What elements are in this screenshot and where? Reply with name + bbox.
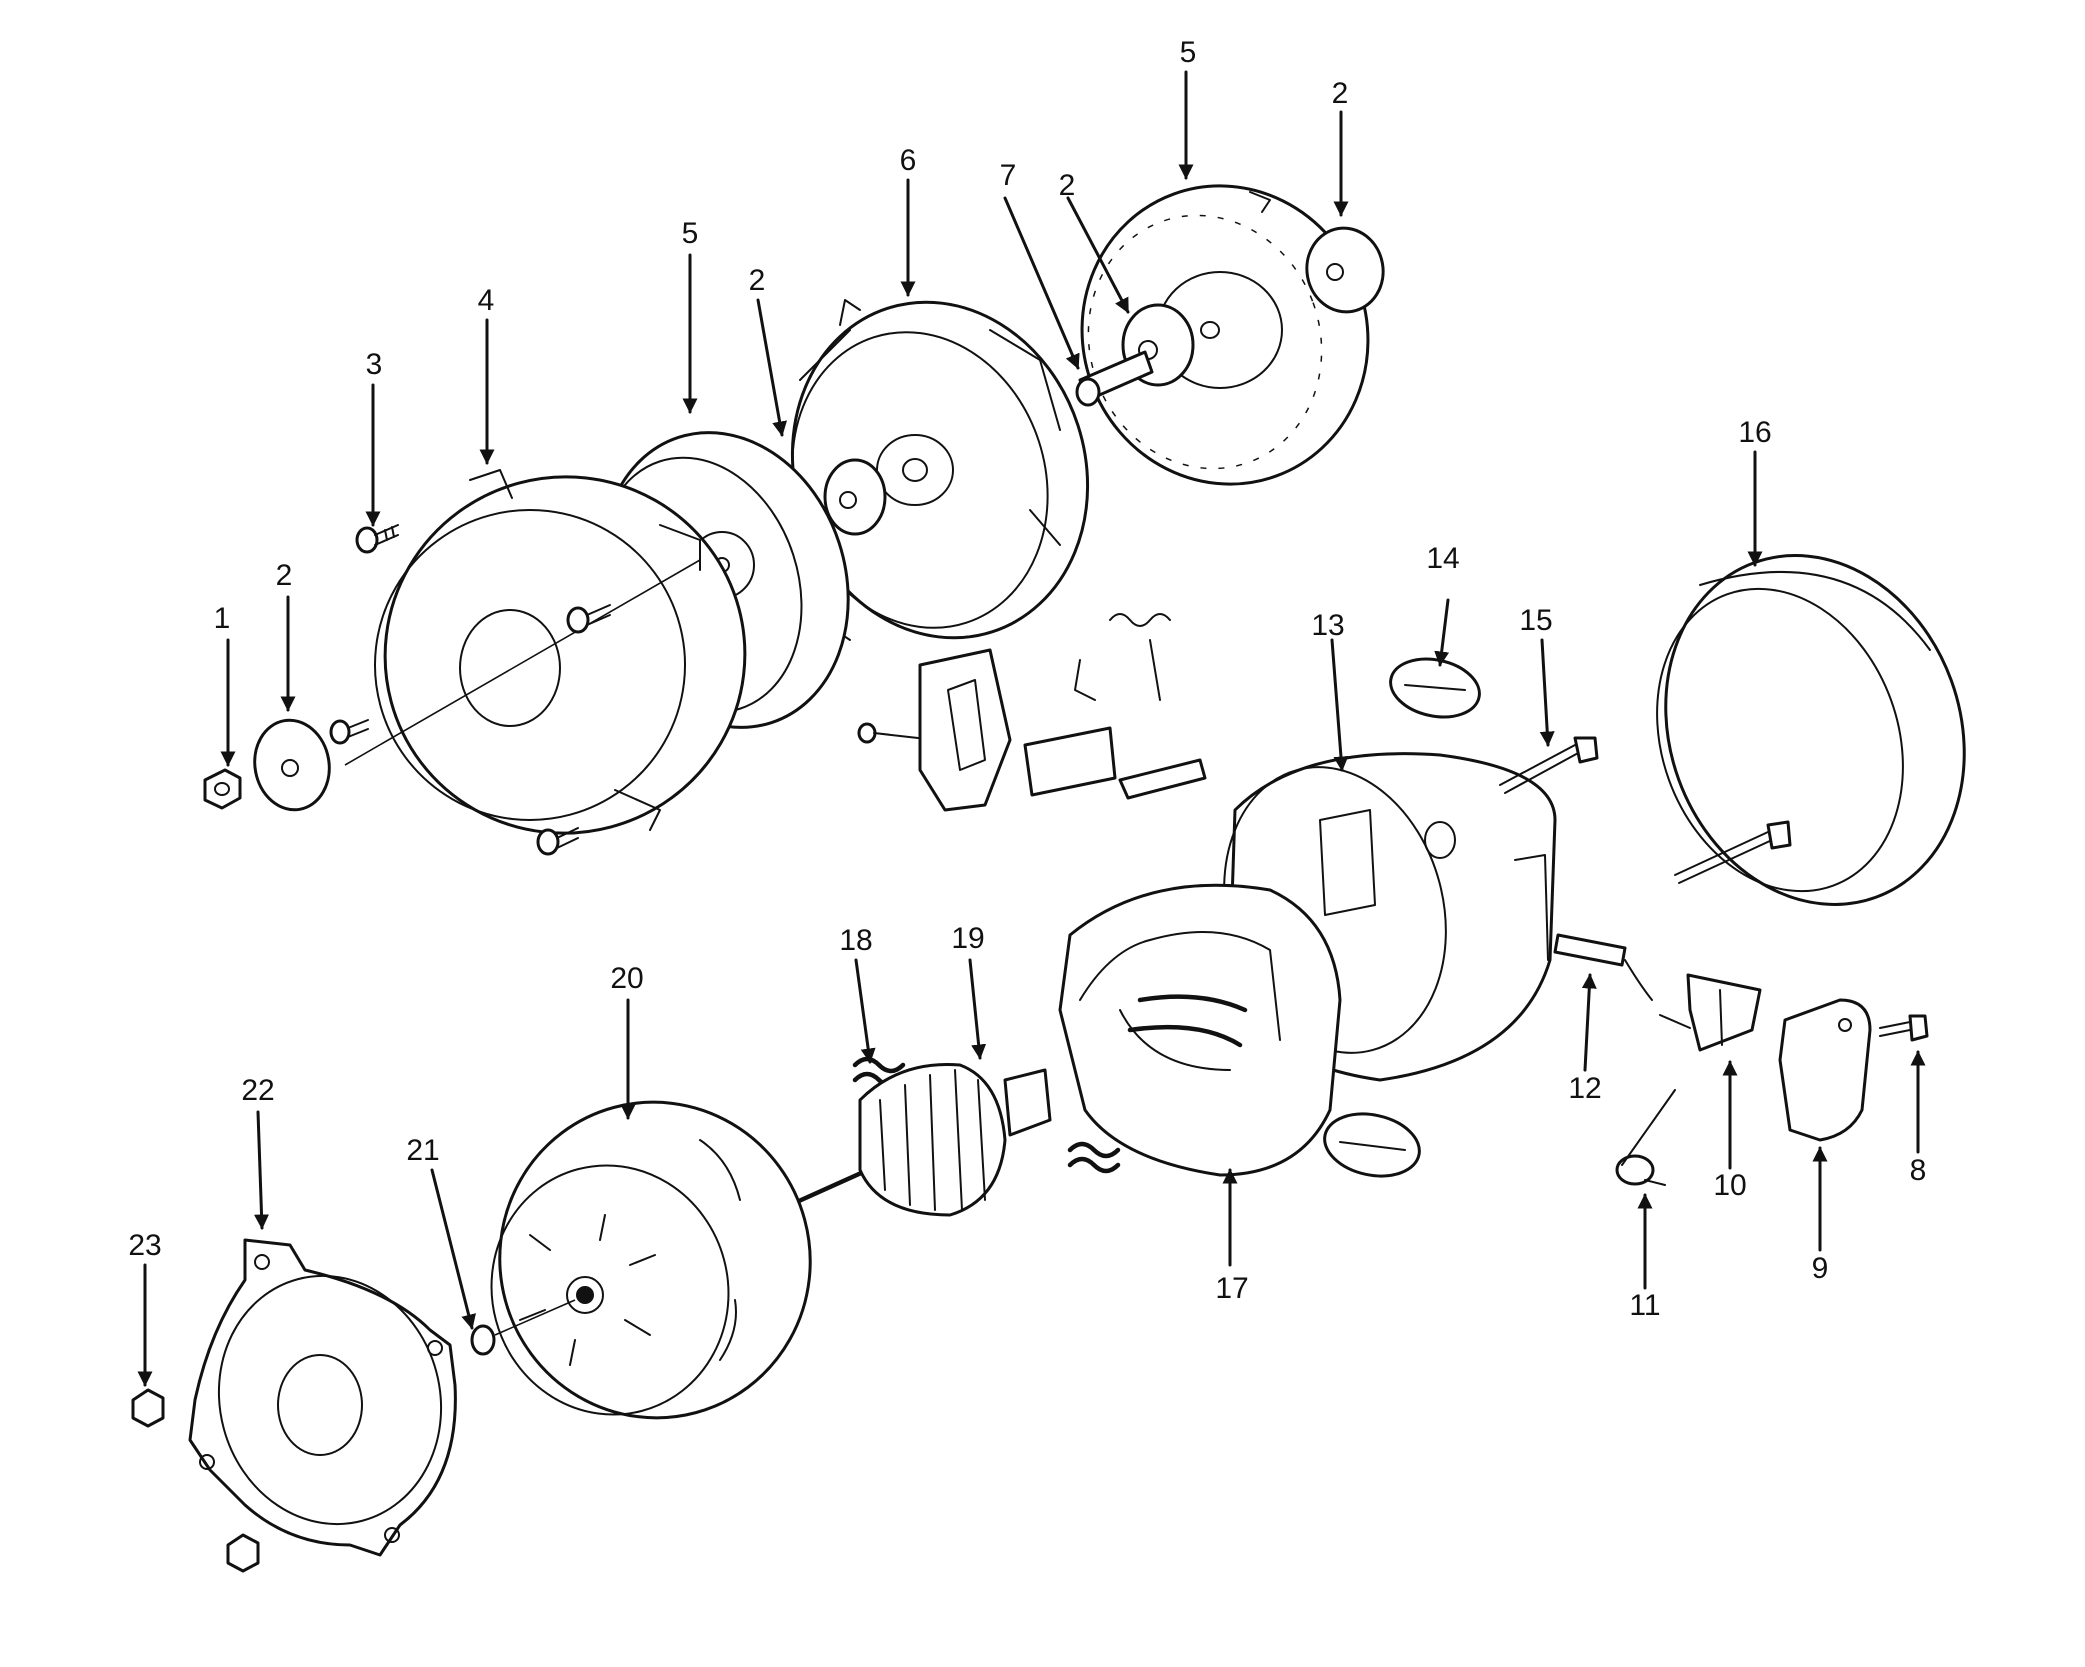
callout-20: 20	[610, 962, 643, 995]
callout-6: 6	[900, 144, 917, 177]
end-housing-icon	[344, 469, 747, 835]
screw-icon	[329, 719, 369, 745]
screw-icon	[536, 827, 579, 856]
through-bolt-icon	[1499, 736, 1599, 794]
disc-plate-icon	[1080, 184, 1370, 486]
nut-icon	[226, 1533, 260, 1573]
callout-10: 10	[1713, 1169, 1746, 1202]
brush-holder-icon	[1659, 973, 1762, 1052]
callout-16: 16	[1738, 416, 1771, 449]
callout-19: 19	[951, 922, 984, 955]
callout-5-upper: 5	[1180, 36, 1197, 69]
brush-cover-icon	[857, 648, 1012, 812]
callout-7: 7	[1000, 159, 1017, 192]
sleeve-icon	[1075, 350, 1154, 407]
callout-23: 23	[128, 1229, 161, 1262]
callout-2-left: 2	[276, 559, 293, 592]
carbon-brush-icon	[1553, 933, 1653, 1001]
washer-icon	[253, 718, 331, 812]
washer-icon	[823, 458, 887, 536]
washer-icon	[1305, 226, 1385, 314]
callout-5-middle: 5	[682, 217, 699, 250]
torsion-spring-icon	[1615, 1089, 1676, 1186]
callout-2-upper: 2	[1059, 169, 1076, 202]
spring-icon	[1067, 1141, 1121, 1174]
screw-icon	[566, 604, 611, 634]
callout-9: 9	[1812, 1252, 1829, 1285]
callout-11: 11	[1629, 1289, 1660, 1322]
callout-arrows	[137, 70, 1926, 1387]
callout-2-right: 2	[1332, 77, 1349, 110]
mounting-flange-icon	[188, 1238, 457, 1557]
torsion-spring-icon	[1109, 613, 1171, 701]
callout-1: 1	[214, 602, 231, 635]
callout-15: 15	[1519, 604, 1552, 637]
through-bolt-icon	[1674, 820, 1792, 884]
screw-icon	[1879, 1014, 1929, 1042]
callout-4: 4	[478, 284, 495, 317]
callout-21: 21	[406, 1134, 439, 1167]
drive-end-housing-icon	[490, 1100, 812, 1420]
brush-cover-icon	[1778, 998, 1872, 1142]
callout-2-middle: 2	[749, 264, 766, 297]
callout-8: 8	[1910, 1154, 1927, 1187]
callout-12: 12	[1568, 1072, 1601, 1105]
callout-18: 18	[839, 924, 872, 957]
brush-holder-icon	[1023, 659, 1207, 800]
callout-14: 14	[1426, 542, 1459, 575]
grommet-icon	[1323, 1112, 1421, 1178]
band-cover-icon	[1656, 554, 1966, 906]
hex-nut-icon	[203, 768, 242, 810]
o-ring-icon	[470, 1299, 576, 1356]
callout-13: 13	[1311, 609, 1344, 642]
field-coil-icon	[1058, 883, 1342, 1177]
callout-22: 22	[241, 1074, 274, 1107]
nut-icon	[131, 1388, 165, 1428]
callout-17: 17	[1215, 1272, 1248, 1305]
screw-icon	[355, 524, 399, 554]
callout-3: 3	[366, 348, 383, 381]
armature-icon	[787, 1062, 1052, 1217]
grommet-icon	[1389, 657, 1481, 719]
